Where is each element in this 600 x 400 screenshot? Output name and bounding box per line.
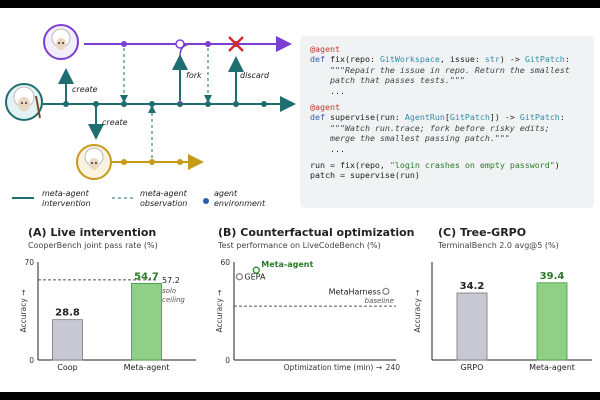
panel-a-subtitle: CooperBench joint pass rate (%) xyxy=(28,241,158,250)
reference-note: solo xyxy=(162,287,176,295)
y-tick-label: 70 xyxy=(24,258,34,267)
fork-label: fork xyxy=(186,71,202,80)
code-line: patch = supervise(run) xyxy=(310,170,420,181)
sheep-gold-icon xyxy=(76,144,112,180)
point-label: Meta-agent xyxy=(261,260,313,269)
bar xyxy=(456,292,488,361)
code-line: def supervise(run: AgentRun[GitPatch]) -… xyxy=(310,112,565,123)
point-label: GEPA xyxy=(244,273,266,282)
legend-observation-label: meta-agent xyxy=(140,189,188,198)
code-line: run = fix(repo, "login crashes on empty … xyxy=(310,159,560,170)
panel-c-title: (C) Tree-GRPO xyxy=(438,226,526,239)
x-tick-label: Meta-agent xyxy=(124,363,170,372)
bar xyxy=(536,282,568,361)
code-line: """Watch run.trace; fork before risky ed… xyxy=(310,122,550,133)
legend-environment-label: agent xyxy=(214,189,238,198)
panel-a-title: (A) Live intervention xyxy=(28,226,156,239)
top-border xyxy=(0,0,600,8)
create-up-label: create xyxy=(72,85,98,94)
observation-arrows xyxy=(120,48,212,158)
y-axis-label: Accuracy → xyxy=(215,290,224,333)
baseline-label: baseline xyxy=(365,297,394,305)
panel-b-subtitle: Test performance on LiveCodeBench (%) xyxy=(217,241,381,250)
scatter-point xyxy=(382,287,390,296)
bar-value-label: 28.8 xyxy=(55,308,80,319)
code-line: """Repair the issue in repo. Return the … xyxy=(310,64,570,75)
bar-value-label: 54.7 xyxy=(134,271,159,282)
svg-text:environment: environment xyxy=(214,199,266,208)
create-down-label: create xyxy=(102,118,128,127)
discard-x-icon xyxy=(228,36,244,52)
x-tick-label: GRPO xyxy=(461,363,484,372)
reference-note: ceiling xyxy=(162,296,185,304)
lower-nodes xyxy=(121,159,183,165)
sheep-purple-icon xyxy=(43,24,79,60)
code-line: ... xyxy=(310,143,345,154)
code-line: @agent xyxy=(310,101,340,112)
bar-value-label: 34.2 xyxy=(460,281,485,292)
x-tick-label: Meta-agent xyxy=(529,363,575,372)
x-tick-label: 240 xyxy=(386,363,401,372)
bottom-border xyxy=(0,392,600,400)
code-line: @agent xyxy=(310,44,340,54)
code-line: ... xyxy=(310,85,345,96)
code-line: def fix(repo: GitWorkspace, issue: str) … xyxy=(310,54,570,65)
y-tick-label: 0 xyxy=(225,356,230,365)
y-tick-label: 0 xyxy=(29,356,34,365)
svg-text:observation: observation xyxy=(140,199,187,208)
point-label: MetaHarness xyxy=(329,287,381,296)
agent-diagram: create create fork discard meta-agent xyxy=(5,24,296,208)
panel-b-title: (B) Counterfactual optimization xyxy=(218,226,414,239)
x-axis-label: Optimization time (min) → xyxy=(284,363,382,372)
code-line: merge the smallest passing patch.""" xyxy=(310,133,510,144)
svg-text:intervention: intervention xyxy=(42,199,91,208)
sheep-main-icon xyxy=(5,83,43,121)
y-tick-label: 60 xyxy=(220,258,230,267)
panel-c-subtitle: TerminalBench 2.0 avg@5 (%) xyxy=(437,241,559,250)
legend-intervention-label: meta-agent xyxy=(42,189,90,198)
y-axis-label: Accuracy → xyxy=(19,290,28,333)
scatter-point xyxy=(235,273,244,281)
bar xyxy=(131,283,162,361)
x-tick-label: Coop xyxy=(57,363,77,372)
diagram-legend: meta-agent intervention meta-agent obser… xyxy=(12,189,266,208)
reference-value-label: 57.2 xyxy=(162,276,180,285)
discard-label: discard xyxy=(240,71,270,80)
y-axis-label: Accuracy → xyxy=(413,290,422,333)
scatter-point xyxy=(252,266,260,274)
bar xyxy=(52,319,83,361)
code-line: patch that passes tests.""" xyxy=(310,75,465,86)
bar-value-label: 39.4 xyxy=(540,271,565,282)
